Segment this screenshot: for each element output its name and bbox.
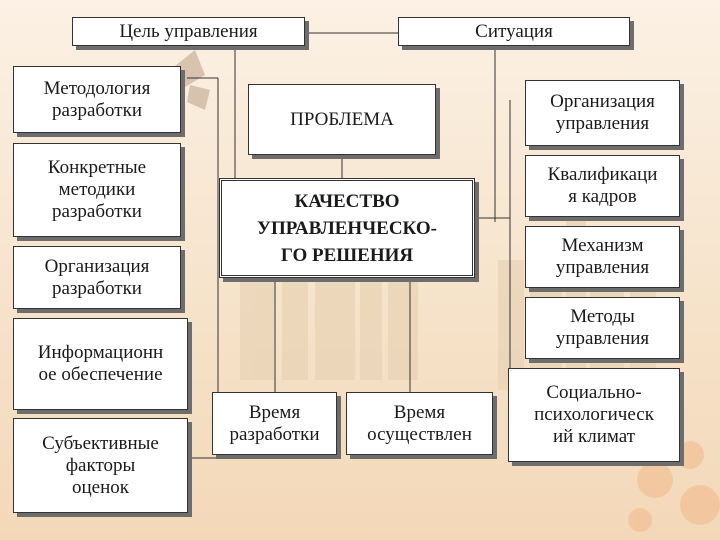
left-box-label: Конкретные методики разработки [47,157,147,222]
left-box-dev-organization: Организация разработки [13,246,181,309]
right-box-management-mechanism: Механизм управления [525,226,680,288]
situation-label: Ситуация [475,20,553,42]
right-box-staff-qualification: Квалификаци я кадров [525,155,680,217]
left-box-label: Методология разработки [43,77,151,121]
left-box-label: Организация разработки [44,255,150,299]
goal-box: Цель управления [72,17,305,46]
left-box-specific-methods: Конкретные методики разработки [13,143,181,237]
right-box-label: Методы управления [555,306,650,349]
left-box-subjective-factors: Субъективные факторы оценок [13,418,188,513]
right-box-label: Организация управления [550,91,655,134]
decision-quality-box: КАЧЕСТВО УПРАВЛЕНЧЕСКО- ГО РЕШЕНИЯ [219,178,475,278]
right-box-label: Квалификаци я кадров [547,164,658,207]
left-box-label: Субъективные факторы оценок [42,432,159,498]
right-box-social-psych-climate: Социально- психологическ ий климат [508,368,680,462]
right-box-label: Социально- психологическ ий климат [534,382,654,447]
dev-time-label: Время разработки [229,401,320,445]
left-box-information-support: Информационн ое обеспечение [13,318,188,410]
impl-time-label: Время осуществлен [367,401,472,445]
right-box-management-organization: Организация управления [525,80,680,146]
impl-time-box: Время осуществлен [346,392,493,455]
problem-box: ПРОБЛЕМА [248,84,436,155]
left-box-methodology: Методология разработки [13,66,181,133]
problem-label: ПРОБЛЕМА [290,108,394,130]
dev-time-box: Время разработки [212,392,337,455]
right-box-management-methods: Методы управления [525,297,680,359]
situation-box: Ситуация [398,17,630,46]
left-box-label: Информационн ое обеспечение [37,342,164,385]
right-box-label: Механизм управления [555,235,650,278]
decision-quality-label: КАЧЕСТВО УПРАВЛЕНЧЕСКО- ГО РЕШЕНИЯ [257,190,437,266]
goal-label: Цель управления [119,20,258,42]
